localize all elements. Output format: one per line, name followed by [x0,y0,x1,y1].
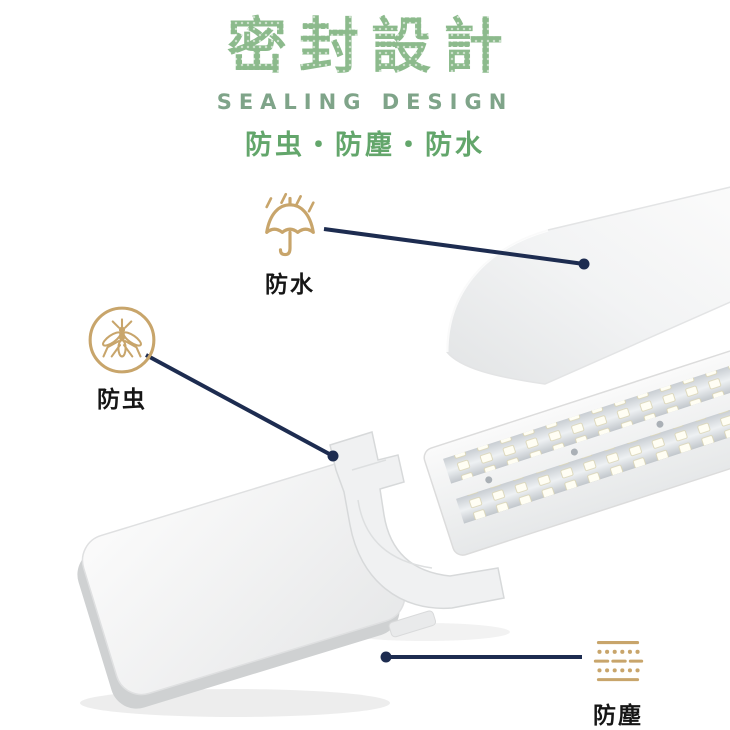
feature-label-dust-proof: 防塵 [593,703,643,729]
page-subtitle: SEALING DESIGN [216,90,514,114]
callout-line-insect [145,353,334,458]
feature-label-insect-proof: 防虫 [97,387,147,413]
page-tagline: 防虫・防塵・防水 [245,130,485,161]
header: 密封設計 SEALING DESIGN 防虫・防塵・防水 [0,14,730,162]
page-title: 密封設計 [215,14,515,80]
callout-line-waterproof [323,227,585,266]
feature-label-waterproof: 防水 [265,272,315,298]
cover-highlight [445,228,549,353]
callout-dot-insect [327,450,339,462]
led-board [423,335,730,556]
dust-particles-icon [593,641,644,682]
feature-waterproof: 防水 [252,190,328,299]
no-mosquito-icon [88,306,156,374]
mounting-clip [329,431,505,610]
callout-dot-waterproof [578,258,590,270]
clip-detail [351,459,433,569]
end-cap [77,461,437,709]
end-cap-tab [388,610,437,638]
diffuser-cover [446,186,730,385]
callout-dot-dust [380,651,392,663]
feature-dust-proof: 防塵 [580,621,656,730]
feature-insect-proof: 防虫 [84,303,160,414]
umbrella-rain-icon [265,192,315,257]
